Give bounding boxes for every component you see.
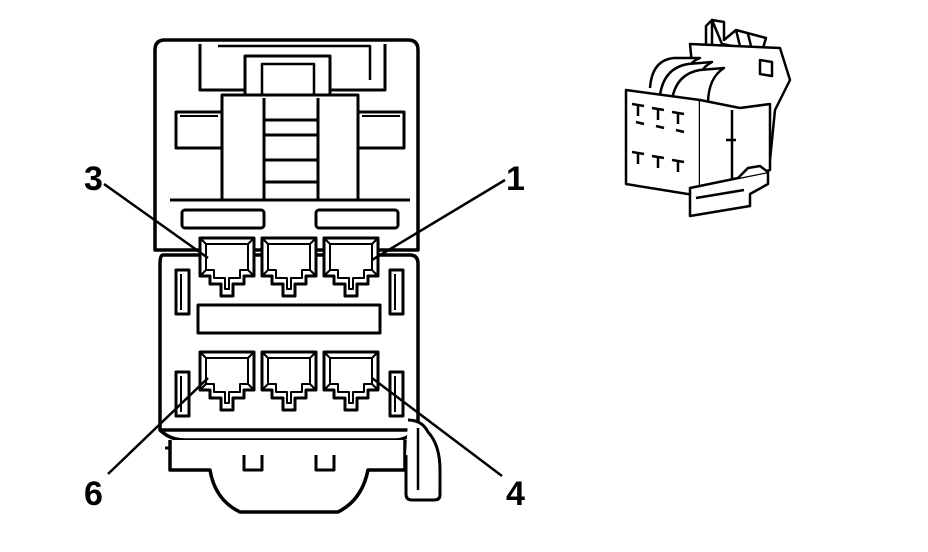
upper-housing <box>153 38 420 252</box>
leader-line-1 <box>371 178 506 262</box>
callout-labels: 3 1 6 4 <box>84 160 525 513</box>
callout-4: 4 <box>506 475 525 513</box>
connector-face-view <box>103 38 506 514</box>
callout-1: 1 <box>506 160 525 198</box>
leader-line-4 <box>371 377 503 477</box>
callout-3: 3 <box>84 160 103 198</box>
leader-lines <box>103 178 506 477</box>
leader-line-6 <box>107 377 209 475</box>
connector-isometric-view <box>624 18 792 218</box>
leader-line-3 <box>103 182 209 260</box>
callout-6: 6 <box>84 475 103 513</box>
